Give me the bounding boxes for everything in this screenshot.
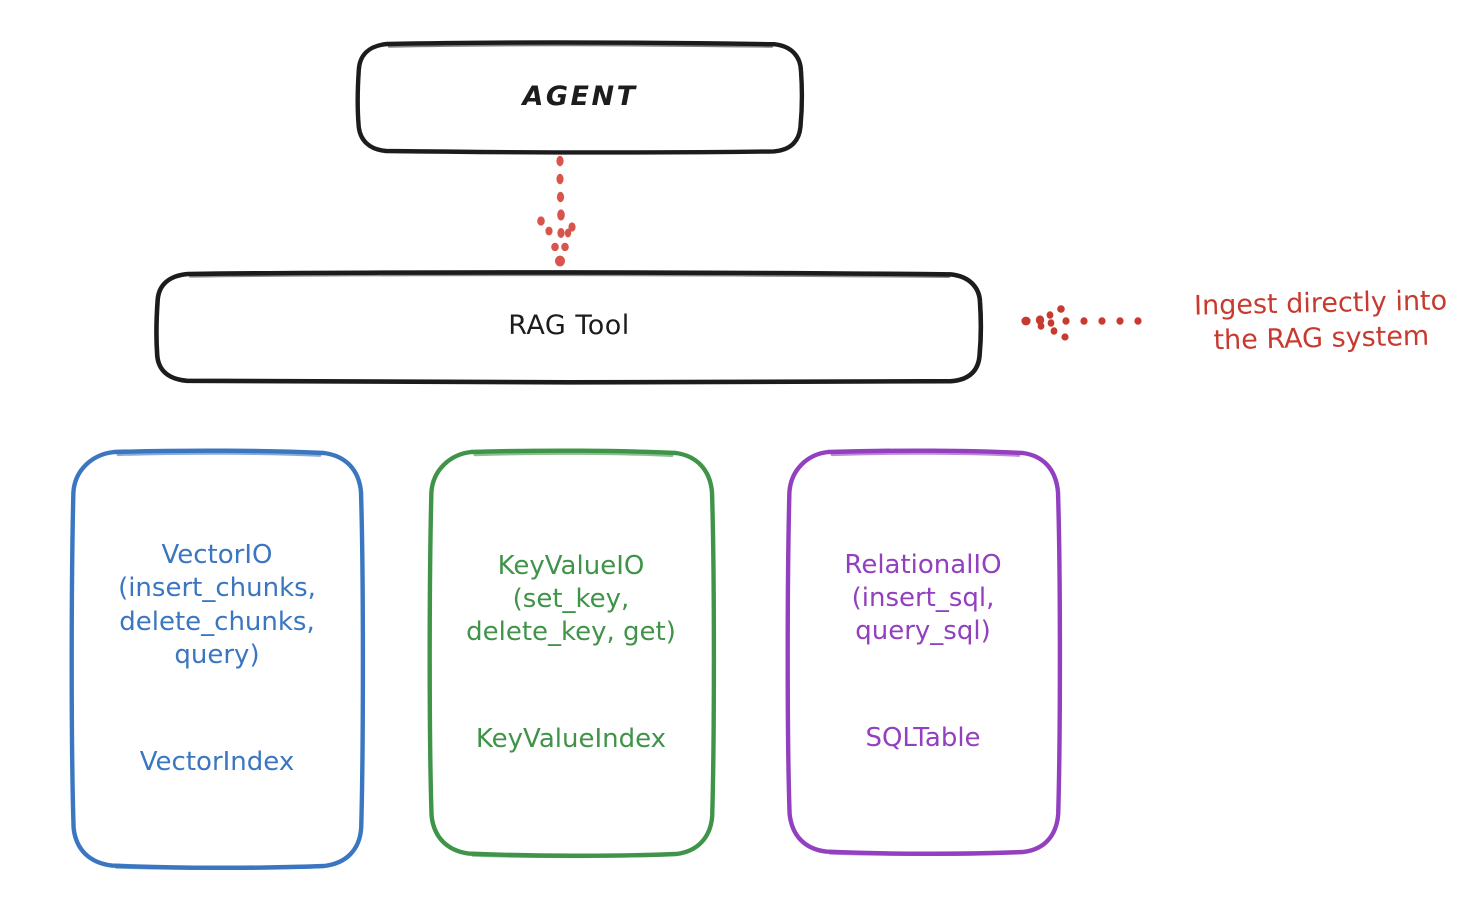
key-value-io-index: KeyValueIndex bbox=[475, 724, 667, 755]
vector-io-title: VectorIO (insert_chunks, delete_chunks, … bbox=[118, 540, 316, 670]
node-rag-tool[interactable]: RAG Tool bbox=[154, 270, 984, 385]
ingest-annotation-label: Ingest directly into the RAG system bbox=[1193, 285, 1448, 357]
node-key-value-io[interactable]: KeyValueIO (set_key, delete_key, get) Ke… bbox=[426, 448, 717, 859]
ingest-annotation: Ingest directly into the RAG system bbox=[1020, 276, 1480, 366]
node-agent[interactable]: AGENT bbox=[355, 40, 805, 155]
key-value-io-title: KeyValueIO (set_key, delete_key, get) bbox=[466, 550, 676, 648]
vector-io-index: VectorIndex bbox=[139, 746, 295, 777]
relational-io-index: SQLTable bbox=[865, 723, 981, 754]
key-value-io-label: KeyValueIO (set_key, delete_key, get) Ke… bbox=[466, 516, 676, 789]
rag-tool-label: RAG Tool bbox=[508, 310, 630, 342]
vector-io-label: VectorIO (insert_chunks, delete_chunks, … bbox=[118, 506, 316, 812]
agent-label: AGENT bbox=[522, 80, 638, 112]
relational-io-label: RelationalIO (insert_sql, query_sql) SQL… bbox=[844, 515, 1001, 788]
node-relational-io[interactable]: RelationalIO (insert_sql, query_sql) SQL… bbox=[784, 448, 1063, 856]
node-vector-io[interactable]: VectorIO (insert_chunks, delete_chunks, … bbox=[68, 448, 366, 870]
relational-io-title: RelationalIO (insert_sql, query_sql) bbox=[844, 549, 1002, 647]
connector-agent-to-rag-tool bbox=[537, 155, 576, 267]
ingest-arrow-icon bbox=[1021, 305, 1142, 341]
